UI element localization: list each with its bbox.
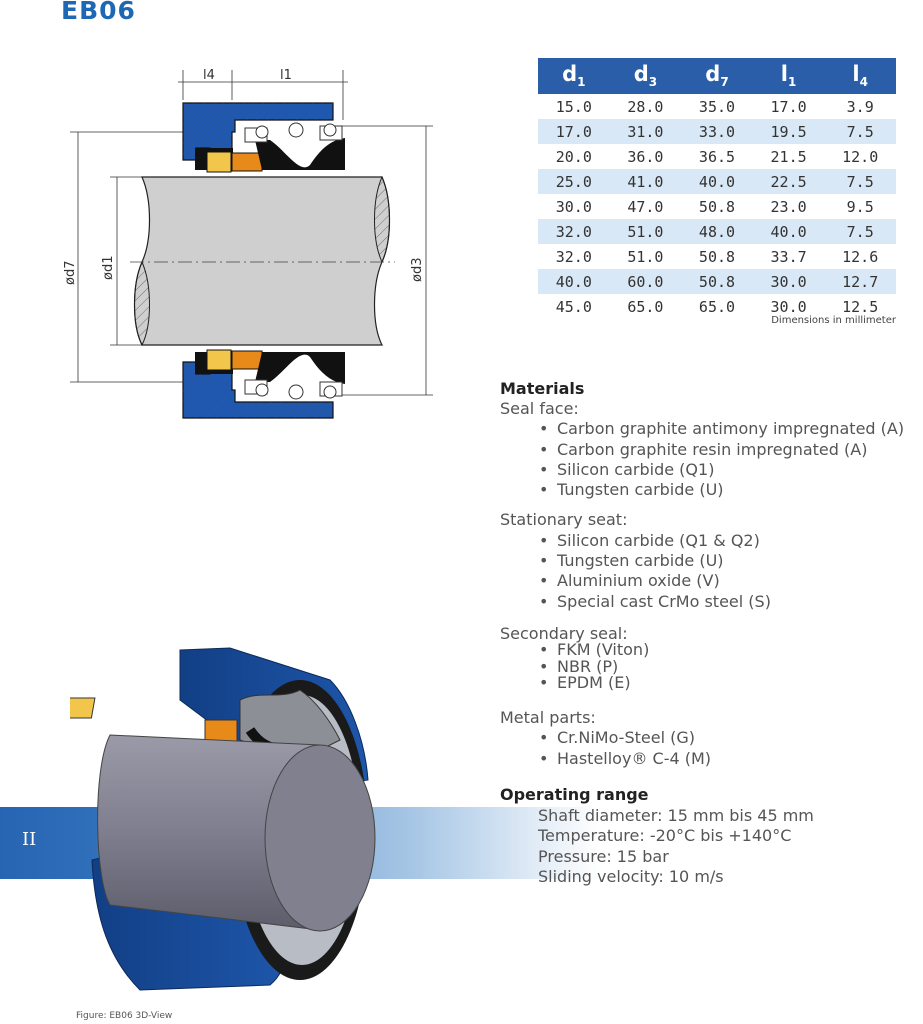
d7-label: ød7 <box>63 261 78 285</box>
col-header-l1: l1 <box>752 58 825 94</box>
list-item: Silicon carbide (Q1 & Q2) <box>539 531 904 552</box>
group-label: Stationary seat: <box>500 510 628 530</box>
materials-section: Materials Seal face: Carbon graphite ant… <box>500 379 904 769</box>
col-header-l4: l4 <box>824 58 896 94</box>
l1-label: l1 <box>280 68 292 83</box>
col-header-d3: d3 <box>609 58 682 94</box>
group-label: Seal face: <box>500 399 579 418</box>
seal-face-group: Seal face: Carbon graphite antimony impr… <box>500 399 904 501</box>
list-item: Aluminium oxide (V) <box>539 571 904 592</box>
list-item: FKM (Viton) <box>539 642 904 659</box>
list-item: EPDM (E) <box>539 675 904 692</box>
list-item: Tungsten carbide (U) <box>539 551 904 572</box>
seal-3d-view <box>70 647 376 991</box>
d3-label: ød3 <box>410 258 425 282</box>
group-label: Secondary seal: <box>500 623 628 643</box>
operating-line: Pressure: 15 bar <box>538 846 669 866</box>
table-header-row: d1 d3 d7 l1 l4 <box>538 58 896 94</box>
list-item: Special cast CrMo steel (S) <box>539 592 904 613</box>
stationary-seat-group: Stationary seat: Silicon carbide (Q1 & Q… <box>500 510 904 613</box>
section-number: II <box>22 829 37 850</box>
materials-heading: Materials <box>500 379 585 398</box>
list-item: Cr.NiMo-Steel (G) <box>539 728 904 749</box>
list-item: Hastelloy® C-4 (M) <box>539 749 904 770</box>
operating-line: Temperature: -20°C bis +140°C <box>538 826 792 845</box>
list-item: NBR (P) <box>539 658 904 676</box>
group-label: Metal parts: <box>500 707 596 727</box>
figure-caption: Figure: EB06 3D-View <box>76 1011 173 1021</box>
section-drawing: l4 l1 ød7 ød1 ød3 <box>63 68 433 419</box>
operating-line: Sliding velocity: 10 m/s <box>538 867 724 886</box>
operating-heading: Operating range <box>500 785 649 804</box>
dimensions-note: Dimensions in millimeter <box>771 315 896 326</box>
list-item: Silicon carbide (Q1) <box>539 460 904 481</box>
metal-parts-group: Metal parts: Cr.NiMo-Steel (G) Hastelloy… <box>500 708 904 769</box>
list-item: Carbon graphite resin impregnated (A) <box>539 440 904 461</box>
operating-line: Shaft diameter: 15 mm bis 45 mm <box>538 805 814 825</box>
secondary-seal-group: Secondary seal: FKM (Viton) NBR (P) EPDM… <box>500 623 904 692</box>
l4-label: l4 <box>203 68 215 83</box>
d1-label: ød1 <box>101 256 116 280</box>
operating-range-section: Operating range Shaft diameter: 15 mm bi… <box>500 785 814 888</box>
page-title: EB06 <box>61 0 136 25</box>
list-item: Tungsten carbide (U) <box>539 480 904 501</box>
list-item: Carbon graphite antimony impregnated (A) <box>539 419 904 440</box>
col-header-d7: d7 <box>681 58 753 94</box>
col-header-d1: d1 <box>538 58 610 94</box>
